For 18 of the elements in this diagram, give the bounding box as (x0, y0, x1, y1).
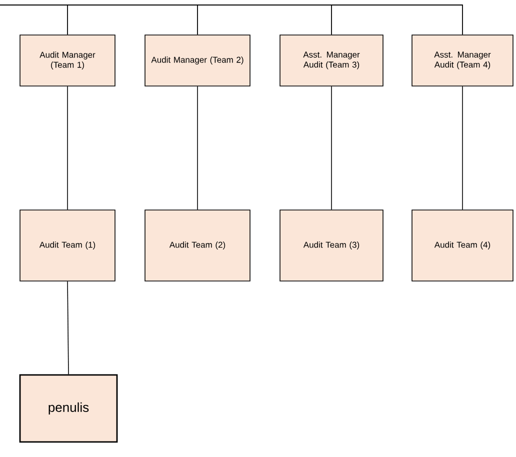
org-box: Audit Team (3) (280, 210, 384, 282)
org-box: Audit Manager (Team 1) (20, 34, 116, 86)
org-box: Audit Team (4) (412, 210, 514, 282)
connector-line (67, 280, 69, 375)
connector-line (197, 86, 198, 210)
org-box: Audit Team (1) (20, 210, 116, 282)
org-box: Audit Team (2) (144, 210, 250, 282)
org-box: Audit Manager (Team 2) (144, 34, 250, 86)
connector-line (197, 4, 332, 36)
connector-line (331, 4, 463, 36)
org-box: penulis (19, 374, 118, 443)
connector-line (67, 86, 68, 210)
connector-line (462, 86, 463, 210)
org-box: Asst. Manager Audit (Team 4) (412, 34, 514, 86)
org-box: Asst. Manager Audit (Team 3) (280, 34, 384, 86)
connector-line (67, 4, 198, 36)
connector-line (331, 86, 332, 210)
connector-line (0, 4, 68, 36)
